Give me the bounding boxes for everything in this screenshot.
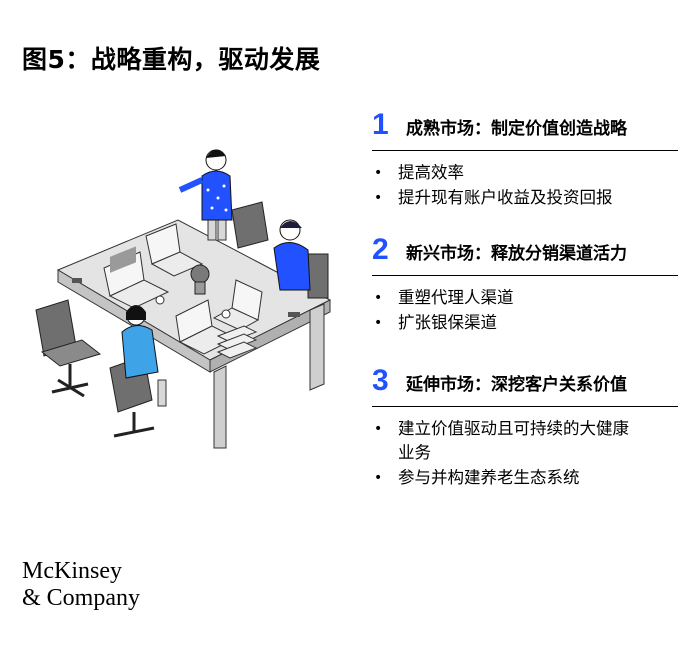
mckinsey-logo: McKinsey & Company xyxy=(22,558,140,612)
chair-left-icon xyxy=(35,299,102,398)
section-heading: 延伸市场：深挖客户关系价值 xyxy=(406,375,627,395)
bullet-list: 提高效率 提升现有账户收益及投资回报 xyxy=(372,161,678,210)
section-number: 1 xyxy=(372,108,389,141)
plant-icon xyxy=(190,264,210,295)
list-item: 扩张银保渠道 xyxy=(372,311,678,335)
section-heading: 新兴市场：释放分销渠道活力 xyxy=(406,244,627,264)
seated-person-icon xyxy=(273,219,329,299)
section-number: 3 xyxy=(372,364,389,397)
section-1: 1 成熟市场：制定价值创造战略 提高效率 提升现有账户收益及投资回报 xyxy=(372,108,678,211)
laptop-icon xyxy=(145,223,204,277)
list-item: 参与并构建养老生态系统 xyxy=(372,466,678,490)
logo-line-2: & Company xyxy=(22,585,140,611)
list-item: 重塑代理人渠道 xyxy=(372,286,678,310)
books-icon xyxy=(216,325,258,359)
list-item: 提高效率 xyxy=(372,161,678,185)
chair-right-icon xyxy=(231,201,269,249)
phone-icon xyxy=(288,312,300,317)
seated-woman-icon xyxy=(121,305,167,407)
section-heading: 成熟市场：制定价值创造战略 xyxy=(406,119,627,139)
divider xyxy=(372,406,678,407)
list-item: 建立价值驱动且可持续的大健康业务 xyxy=(372,417,678,465)
page-title: 图5：战略重构，驱动发展 xyxy=(22,45,321,74)
divider xyxy=(372,150,678,151)
cup-icon xyxy=(221,309,231,319)
section-3: 3 延伸市场：深挖客户关系价值 建立价值驱动且可持续的大健康业务 参与并构建养老… xyxy=(372,364,678,491)
divider xyxy=(372,275,678,276)
laptop-icon xyxy=(175,299,238,355)
phone-icon xyxy=(72,278,82,283)
section-number: 2 xyxy=(372,233,389,266)
office-illustration xyxy=(35,149,332,449)
list-item: 提升现有账户收益及投资回报 xyxy=(372,186,678,210)
laptop-icon xyxy=(103,246,170,309)
bullet-list: 重塑代理人渠道 扩张银保渠道 xyxy=(372,286,678,335)
logo-line-1: McKinsey xyxy=(22,558,122,584)
section-2: 2 新兴市场：释放分销渠道活力 重塑代理人渠道 扩张银保渠道 xyxy=(372,233,678,336)
bullet-list: 建立价值驱动且可持续的大健康业务 参与并构建养老生态系统 xyxy=(372,417,678,490)
cup-icon xyxy=(155,295,165,305)
standing-person-icon xyxy=(178,149,233,241)
